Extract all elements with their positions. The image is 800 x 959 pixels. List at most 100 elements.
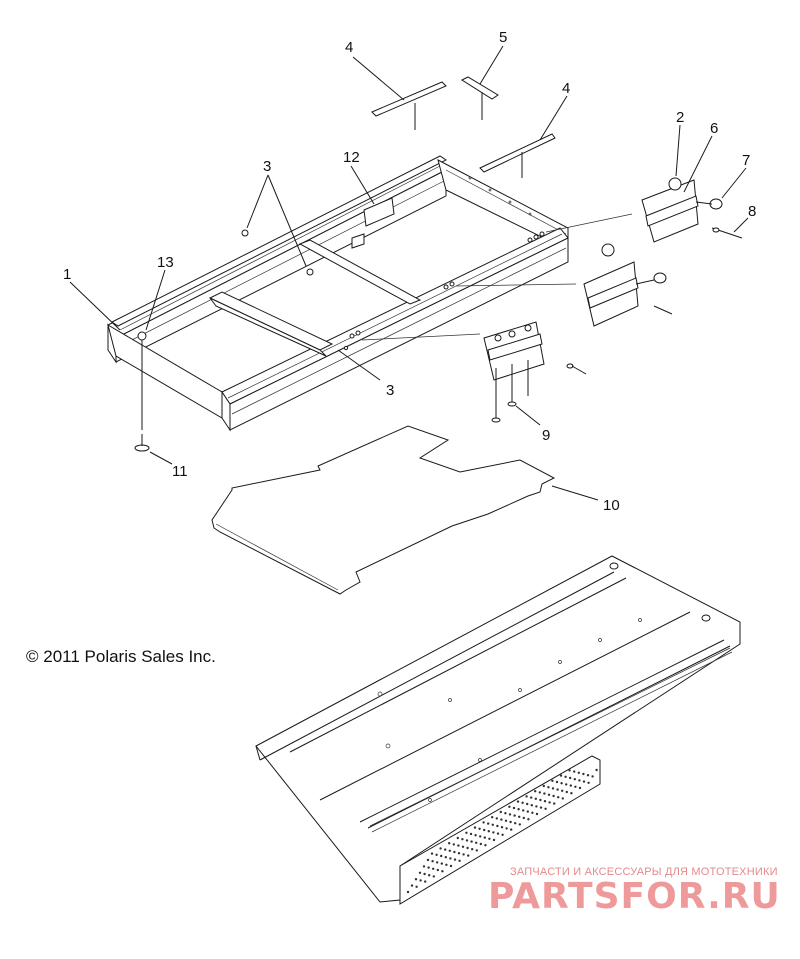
- perforation-dot: [496, 832, 500, 835]
- perforation-dot: [508, 813, 512, 816]
- perforation-dot: [457, 844, 460, 847]
- callout-3-top: 3: [263, 158, 271, 175]
- perforation-dot: [595, 768, 598, 772]
- perforation-dot: [445, 863, 448, 866]
- callout-4-right: 4: [562, 80, 570, 97]
- perforation-dot: [461, 845, 465, 848]
- perforation-dot: [475, 849, 478, 852]
- perforation-dot: [440, 854, 443, 858]
- watermark-brand: PARTSFOR.RU: [488, 876, 781, 917]
- bed-floor: [255, 555, 741, 905]
- perforation-dot: [553, 802, 556, 805]
- perforation-dot: [582, 780, 586, 783]
- perforation-dot: [543, 792, 546, 795]
- perforation-dot: [542, 784, 545, 788]
- perforation-dot: [509, 820, 512, 824]
- perforation-dot: [547, 786, 550, 789]
- perforation-dot: [569, 776, 572, 780]
- perforation-dot: [534, 797, 537, 800]
- perforation-dot: [539, 798, 542, 802]
- perforation-dot: [467, 854, 470, 857]
- perforation-dot: [573, 770, 576, 773]
- strip-right: [479, 133, 556, 178]
- callout-13: 13: [157, 254, 174, 271]
- callout-8: 8: [748, 203, 756, 220]
- callout-2: 2: [676, 109, 684, 126]
- perforation-dot: [535, 812, 539, 816]
- perforation-dot: [487, 830, 490, 833]
- perforation-dot: [452, 843, 455, 846]
- perforation-dot: [469, 832, 473, 836]
- perforation-dot: [487, 822, 490, 825]
- perforation-dot: [578, 779, 581, 782]
- perforation-dot: [499, 810, 502, 814]
- perforation-pattern: [406, 768, 598, 894]
- strip-left: [371, 81, 447, 130]
- perforation-dot: [527, 818, 530, 821]
- perforation-dot: [410, 884, 414, 887]
- perforation-dot: [449, 857, 452, 860]
- perforation-dot: [496, 824, 499, 828]
- callout-7: 7: [742, 152, 750, 169]
- hinge-middle: [583, 243, 673, 327]
- perforation-dot: [559, 774, 563, 777]
- perforation-dot: [448, 842, 451, 845]
- perforation-dot: [510, 828, 513, 831]
- copyright-notice: © 2011 Polaris Sales Inc.: [26, 647, 216, 666]
- perforation-dot: [444, 848, 447, 851]
- perforation-dot: [427, 866, 430, 869]
- callout-3-bottom: 3: [386, 382, 394, 399]
- perforation-dot: [560, 782, 563, 785]
- perforation-dot: [577, 771, 580, 774]
- perforation-dot: [436, 868, 439, 872]
- perforation-dot: [492, 838, 496, 842]
- perforation-dot: [424, 880, 427, 883]
- callout-12: 12: [343, 149, 360, 166]
- perforation-dot: [505, 827, 508, 830]
- perforation-dot: [534, 790, 537, 793]
- perforation-dot: [530, 804, 533, 807]
- perforation-dot: [522, 809, 525, 812]
- perforation-dot: [414, 878, 418, 881]
- perforation-dot: [548, 801, 551, 804]
- callout-11: 11: [172, 463, 188, 480]
- fasteners: [134, 229, 314, 452]
- perforation-dot: [418, 871, 422, 874]
- perforation-dot: [461, 838, 464, 841]
- perforation-dot: [432, 875, 435, 878]
- perforation-dot: [561, 789, 564, 792]
- perforation-dot: [514, 822, 517, 825]
- perforation-dot: [422, 865, 426, 868]
- perforation-dot: [518, 823, 521, 826]
- perforation-dot: [574, 785, 577, 788]
- hinge-upper: [641, 177, 743, 243]
- perforation-dot: [453, 858, 457, 861]
- perforation-dot: [458, 859, 461, 862]
- perforation-dot: [591, 775, 594, 778]
- perforation-dot: [564, 775, 567, 778]
- perforation-dot: [415, 885, 418, 888]
- perforation-dot: [517, 808, 520, 811]
- callout-5: 5: [499, 29, 507, 46]
- perforation-dot: [587, 781, 590, 784]
- perforation-dot: [423, 872, 426, 876]
- perforation-dot: [432, 867, 435, 870]
- perforation-dot: [500, 826, 504, 829]
- perforation-dot: [569, 784, 572, 787]
- perforation-dot: [419, 879, 422, 882]
- perforation-dot: [483, 828, 486, 832]
- perforation-dot: [552, 794, 555, 798]
- perforation-dot: [492, 831, 495, 834]
- perforation-dot: [428, 874, 431, 877]
- perforation-dot: [557, 796, 560, 799]
- perforation-dot: [526, 802, 529, 806]
- perforation-dot: [482, 821, 485, 824]
- perforation-dot: [522, 816, 525, 820]
- perforation-dot: [491, 816, 494, 819]
- perforation-dot: [470, 840, 473, 843]
- perforation-dot: [513, 814, 516, 817]
- perforation-dot: [475, 841, 478, 844]
- perforation-dot: [441, 870, 444, 873]
- perforation-dot: [504, 819, 508, 822]
